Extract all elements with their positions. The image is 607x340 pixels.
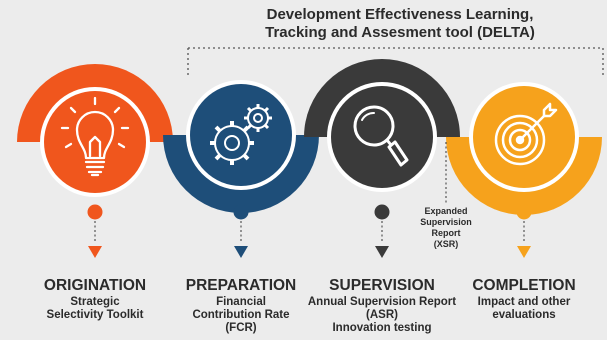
origination-dot xyxy=(87,204,103,220)
gears-icon xyxy=(210,104,272,165)
diagram-header: Development Effectiveness Learning, Trac… xyxy=(200,6,600,42)
lightbulb-icon xyxy=(60,96,130,177)
origination-arrow xyxy=(88,246,102,258)
xsr-line-2: Supervision xyxy=(420,217,472,227)
completion-desc-line-2: evaluations xyxy=(492,309,556,321)
target-icon xyxy=(494,102,558,166)
header-line-2: Tracking and Assesment tool (DELTA) xyxy=(265,24,535,41)
supervision-circle xyxy=(331,86,433,188)
origination-desc-line-1: Strategic xyxy=(70,296,120,308)
preparation-title: PREPARATION xyxy=(185,277,297,294)
origination-title: ORIGINATION xyxy=(43,277,147,294)
supervision-title: SUPERVISION xyxy=(329,277,435,294)
preparation-desc-line-3: (FCR) xyxy=(225,322,257,334)
completion-desc-line-1: Impact and other xyxy=(477,296,571,308)
stage-supervision-graphic xyxy=(304,59,460,192)
completion-arrow xyxy=(517,246,531,258)
preparation-desc-line-2: Contribution Rate xyxy=(192,309,290,321)
xsr-line-3: Report xyxy=(431,228,461,238)
supervision-description: Annual Supervision Report (ASR) Innovati… xyxy=(297,296,467,335)
stage-preparation-graphic xyxy=(163,80,319,213)
stage-markers xyxy=(87,142,532,258)
magnifier-icon xyxy=(353,105,409,167)
supervision-desc-line-2: (ASR) xyxy=(366,309,398,321)
supervision-dot xyxy=(374,204,390,220)
xsr-line-1: Expanded xyxy=(424,206,468,216)
completion-dot xyxy=(516,204,532,220)
header-line-1: Development Effectiveness Learning, xyxy=(266,6,534,23)
origination-desc-line-2: Selectivity Toolkit xyxy=(46,309,144,321)
supervision-arrow xyxy=(375,246,389,258)
stage-origination-graphic xyxy=(17,64,173,197)
origination-description: Strategic Selectivity Toolkit xyxy=(10,296,180,322)
delta-bracket xyxy=(187,47,604,78)
preparation-dot xyxy=(233,204,249,220)
supervision-desc-line-3: Innovation testing xyxy=(332,322,432,334)
preparation-arrow xyxy=(234,246,248,258)
origination-circle xyxy=(44,91,146,193)
supervision-desc-line-1: Annual Supervision Report xyxy=(307,296,457,308)
preparation-circle xyxy=(190,84,292,186)
xsr-line-4: (XSR) xyxy=(433,239,459,249)
completion-title: COMPLETION xyxy=(472,277,576,294)
completion-description: Impact and other evaluations xyxy=(439,296,607,322)
preparation-desc-line-1: Financial xyxy=(216,296,266,308)
preparation-description: Financial Contribution Rate (FCR) xyxy=(156,296,326,335)
xsr-label: Expanded Supervision Report (XSR) xyxy=(416,206,476,250)
